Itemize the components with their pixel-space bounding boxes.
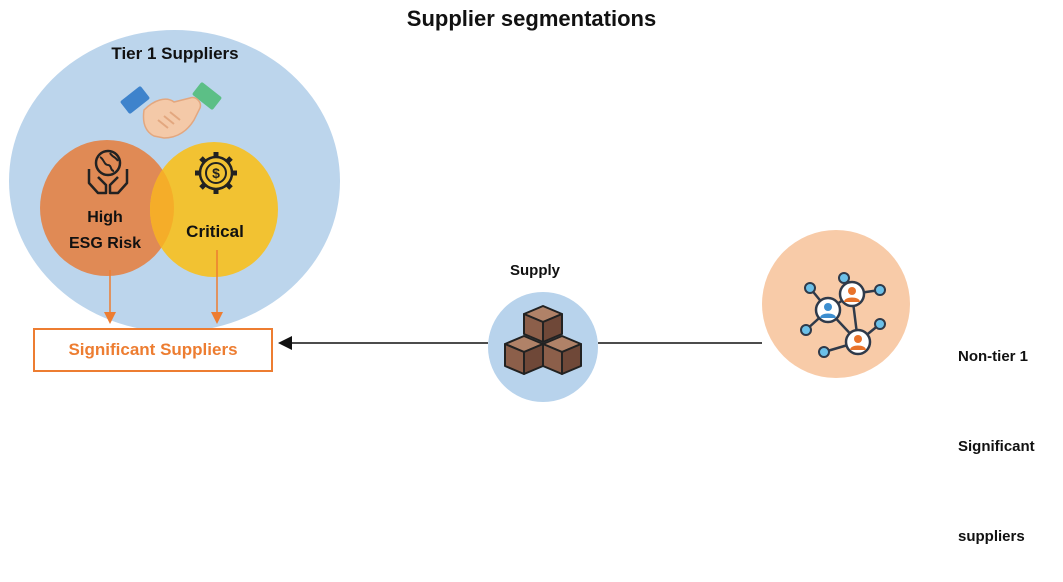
svg-text:$: $ [212,165,220,181]
nontier-label-line3: suppliers [958,528,1025,545]
critical-arrowhead [211,312,223,324]
esg-label-line1: High [87,209,123,226]
nontier-label: Non-tier 1 Significant suppliers [958,282,1035,582]
nontier-label-line1: Non-tier 1 [958,348,1029,365]
handshake-icon [120,82,222,139]
gear-dollar-icon: $ [195,152,237,194]
significant-suppliers-box: Significant Suppliers [33,328,273,372]
connector-arrows [104,250,762,350]
esg-arrowhead [104,312,116,324]
nontier-label-line2: Significant [958,438,1035,455]
diagram-title: Supplier segmentations [406,6,657,31]
tier1-label: Tier 1 Suppliers [111,44,239,63]
network-people-icon [800,272,886,358]
high-esg-risk-label: High ESG Risk [50,205,160,257]
globe-hands-icon [87,149,129,195]
esg-label-line2: ESG Risk [68,235,142,252]
significant-arrowhead [278,336,292,350]
supply-label: Supply [509,262,560,279]
critical-label: Critical [186,222,244,241]
boxes-icon [504,305,582,375]
